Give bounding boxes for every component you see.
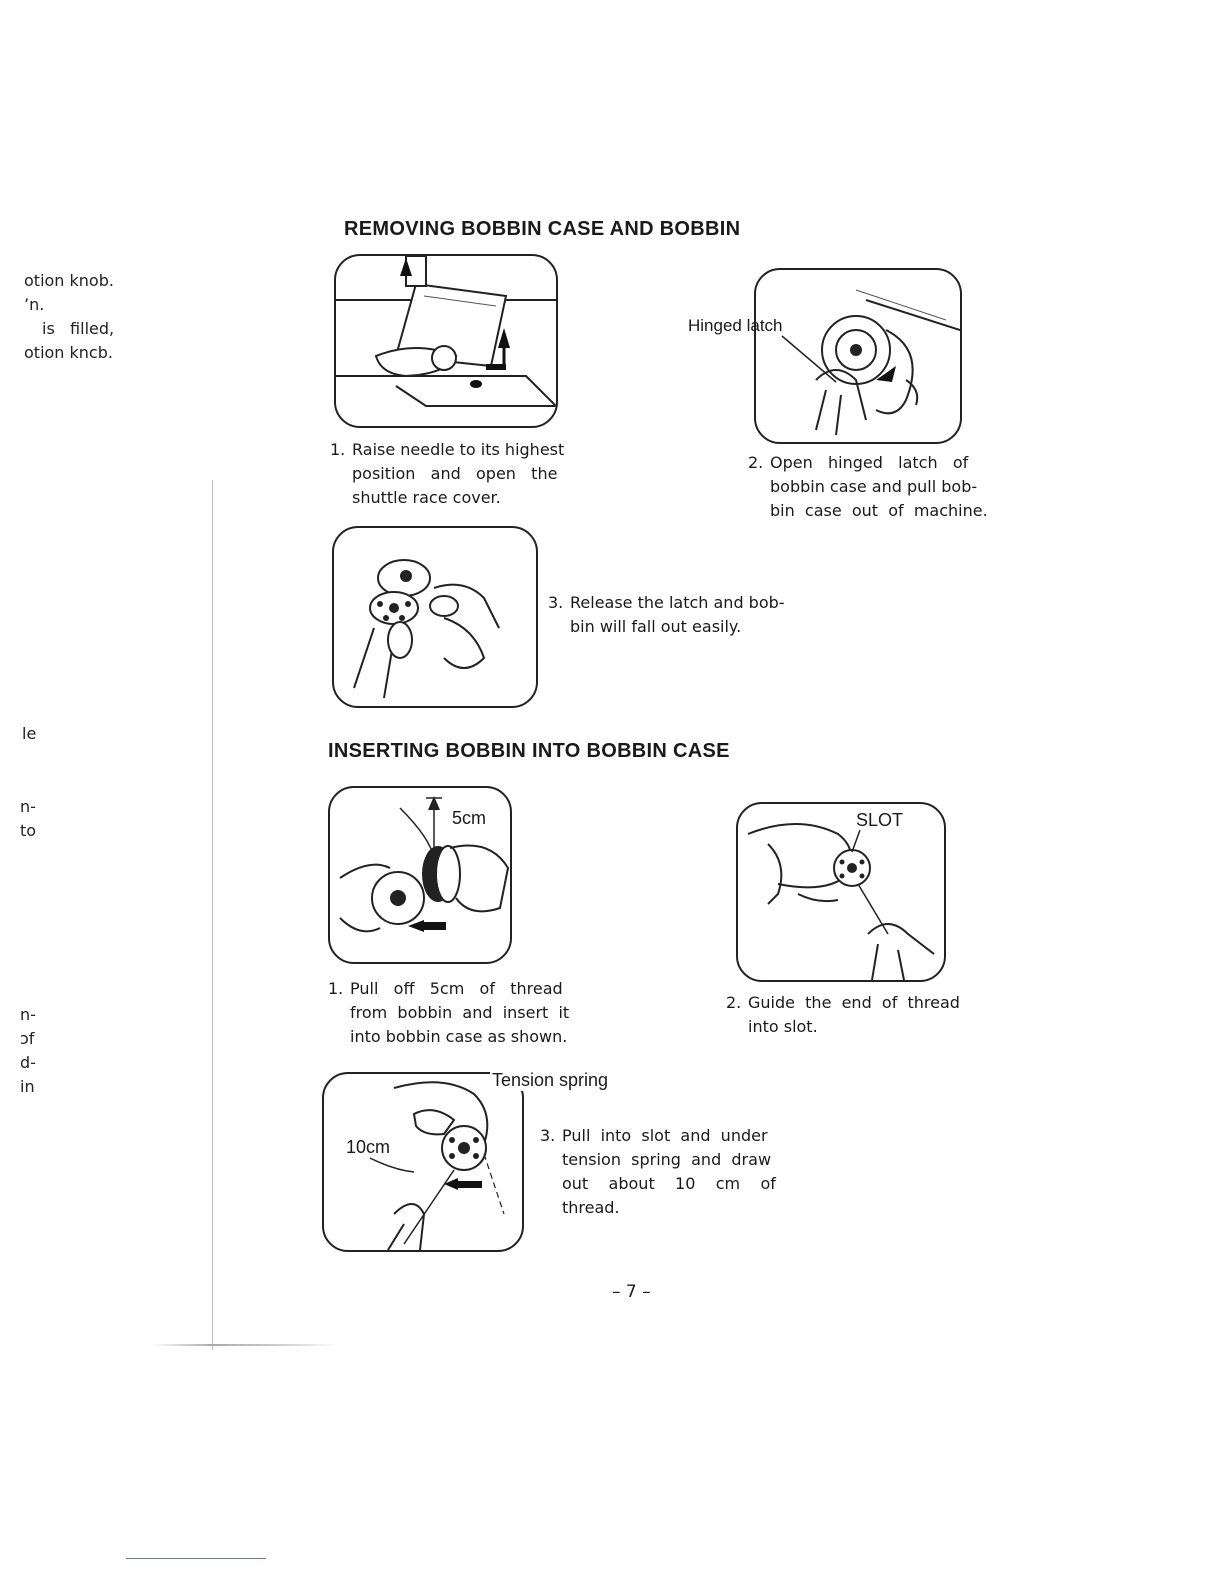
label-tension-spring: Tension spring: [490, 1070, 611, 1091]
caption-line: position and open the: [352, 464, 558, 483]
step-number: 1.: [330, 440, 346, 459]
left-fragment: is filled,: [42, 319, 115, 338]
left-fragment: le: [22, 724, 37, 743]
figure-pull-5cm: [328, 786, 512, 964]
label-5cm: 5cm: [452, 808, 487, 828]
caption-line: into bobbin case as shown.: [350, 1027, 568, 1046]
bobbin-fall-illustration: [353, 559, 500, 699]
step-number: 1.: [328, 979, 344, 998]
caption-line: thread.: [562, 1198, 620, 1217]
caption-line: bobbin case and pull bob-: [770, 477, 978, 496]
step2-caption: 2. Open hinged latch of bobbin case and p…: [748, 451, 988, 523]
label-slot: SLOT: [856, 810, 904, 830]
scan-artifact-line: [126, 1558, 266, 1559]
tension-spring-illustration: [369, 1081, 505, 1250]
step-number: 3.: [548, 593, 564, 612]
label-hinged-latch: Hinged latch: [688, 316, 783, 335]
step-number: 3.: [540, 1126, 556, 1145]
section-title-inserting: INSERTING BOBBIN INTO BOBBIN CASE: [328, 740, 730, 762]
left-fragment: otion kncb.: [24, 343, 113, 362]
caption-line: Pull into slot and under: [562, 1126, 768, 1145]
caption-line: into slot.: [748, 1017, 818, 1036]
figure-raise-needle: [334, 254, 558, 428]
left-fragment: otion knob.: [24, 271, 114, 290]
figure-release-latch: [332, 526, 538, 708]
step-number: 2.: [726, 993, 742, 1012]
caption-line: Release the latch and bob-: [570, 593, 785, 612]
figure-tension-spring: [322, 1072, 524, 1252]
figure-slot: [736, 802, 946, 982]
caption-line: bin case out of machine.: [770, 501, 988, 520]
step3-caption: 3. Release the latch and bob- bin will fa…: [548, 591, 808, 639]
figure-hinged-latch: [754, 268, 962, 444]
left-fragment: ɔf: [20, 1029, 35, 1048]
left-fragment: n-: [20, 797, 36, 816]
left-fragment: ’n.: [24, 295, 45, 314]
machine-bed-illustration: [336, 256, 556, 407]
thread-bobbin-illustration: [339, 796, 510, 933]
leader-line: [781, 335, 837, 383]
caption-line: out about 10 cm of: [562, 1174, 776, 1193]
label-10cm: 10cm: [346, 1137, 391, 1157]
left-fragment: in: [20, 1077, 35, 1096]
step2-caption: 2. Guide the end of thread into slot.: [726, 991, 976, 1039]
bobbin-case-hand-illustration: [815, 289, 960, 436]
caption-line: Pull off 5cm of thread: [350, 979, 563, 998]
step1-caption: 1. Raise needle to its highest position a…: [330, 438, 570, 510]
caption-line: from bobbin and insert it: [350, 1003, 570, 1022]
caption-line: Guide the end of thread: [748, 993, 960, 1012]
gutter-line: [212, 480, 213, 1350]
scan-smudge: [150, 1344, 340, 1346]
step-number: 2.: [748, 453, 764, 472]
step3-caption: 3. Pull into slot and under tension sprin…: [540, 1124, 790, 1220]
caption-line: shuttle race cover.: [352, 488, 501, 507]
left-fragment: d-: [20, 1053, 36, 1072]
step1-caption: 1. Pull off 5cm of thread from bobbin and…: [328, 977, 578, 1049]
left-fragment: to: [20, 821, 37, 840]
caption-line: Raise needle to its highest: [352, 440, 565, 459]
section-title-removing: REMOVING BOBBIN CASE AND BOBBIN: [344, 218, 741, 240]
caption-line: bin will fall out easily.: [570, 617, 742, 636]
slot-thread-illustration: [747, 823, 935, 980]
caption-line: Open hinged latch of: [770, 453, 969, 472]
page-number: – 7 –: [612, 1282, 651, 1302]
caption-line: tension spring and draw: [562, 1150, 772, 1169]
left-fragment: n-: [20, 1005, 36, 1024]
